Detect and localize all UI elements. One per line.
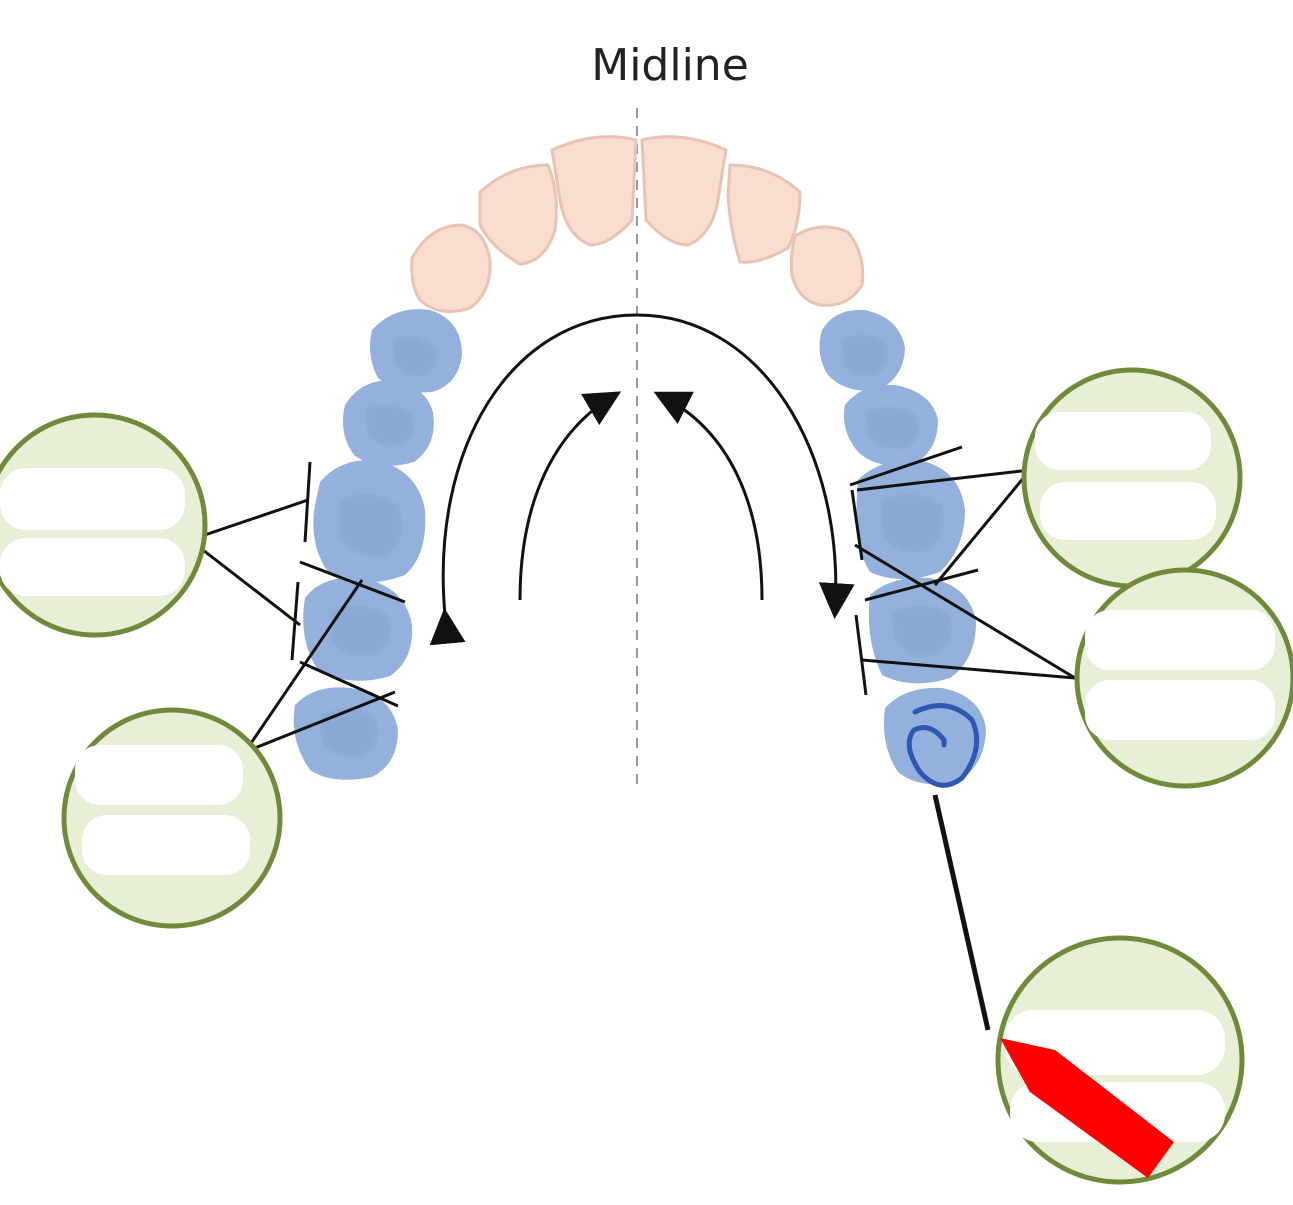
label-circle-right-middle [1074,567,1293,789]
label-circle-left-upper [0,412,208,638]
label-blank-right-middle-top [1085,610,1275,670]
tooth-incisor-left-lateral [478,163,558,266]
inner-left-arrow [518,391,622,601]
callout-lines [189,468,1076,1031]
label-blank-right-upper-top [1035,412,1211,470]
label-blank-left-upper-bottom [0,538,185,596]
tooth-molar-right-third [883,687,986,785]
label-circle-right-upper [1021,367,1243,589]
label-blank-right-middle-bottom [1085,680,1275,740]
label-blank-left-lower-top [75,745,243,805]
tooth-incisor-left-central [550,135,638,247]
tooth-incisor-right-lateral [726,163,802,264]
midline-title: Midline [591,40,749,91]
label-circle-left-lower [61,707,283,929]
label-blank-right-upper-bottom [1040,482,1216,540]
posterior-shading [320,334,953,758]
arch-arrows [429,313,855,646]
posterior-teeth [293,309,986,785]
red-pointer-marker [1000,1038,1174,1178]
blue-marker-scribble [906,703,980,788]
label-blank-left-lower-bottom [82,815,250,875]
tooth-canine-left [410,223,492,314]
tooth-incisor-right-central [640,135,728,247]
label-circles [0,367,1293,1185]
outer-arch-arrow [429,313,855,646]
inner-right-arrow [653,391,764,601]
label-blank-left-upper-top [0,468,185,530]
tooth-canine-right [789,225,865,307]
anterior-teeth [410,135,865,314]
